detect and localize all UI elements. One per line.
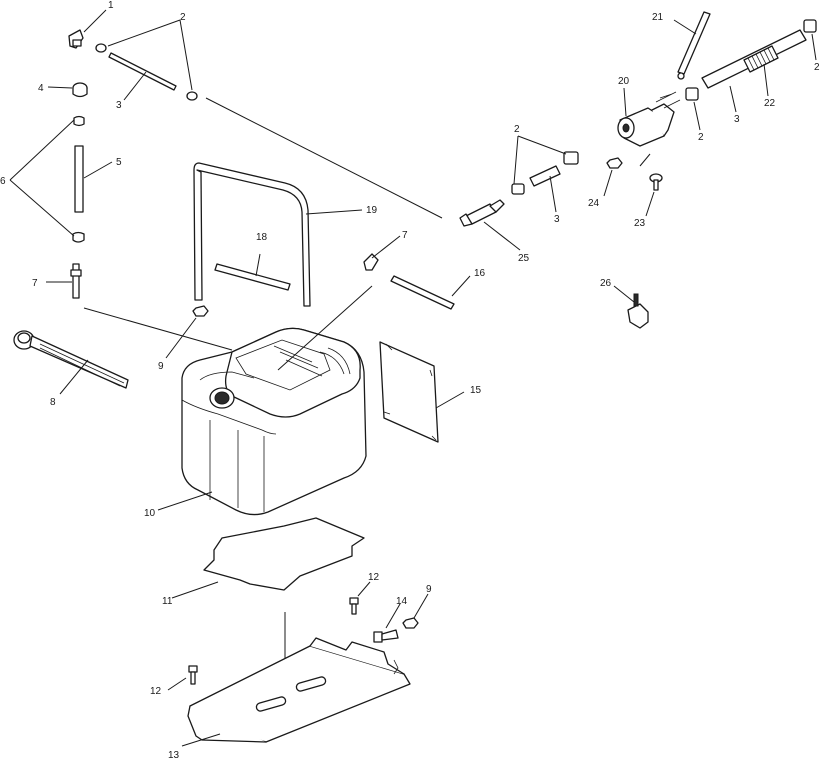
- callout-19: 19: [366, 205, 378, 216]
- callout-21: 21: [652, 12, 664, 23]
- tube-3-mid: [529, 165, 561, 187]
- callout-7-right: 7: [402, 230, 408, 241]
- callout-15: 15: [470, 385, 482, 396]
- callout-9-lower: 9: [426, 584, 432, 595]
- hose-16: [390, 275, 455, 310]
- callout-13: 13: [168, 750, 180, 759]
- callout-1: 1: [108, 0, 114, 11]
- cap-2-right-lower: [685, 87, 699, 101]
- spring-22: [743, 45, 779, 73]
- callout-10: 10: [144, 508, 156, 519]
- callout-9-left: 9: [158, 361, 164, 372]
- nut-9-lower: [402, 617, 419, 629]
- callout-23: 23: [634, 218, 646, 229]
- callout-4: 4: [38, 83, 44, 94]
- callout-2-mid: 2: [514, 124, 520, 135]
- callout-3-right: 3: [734, 114, 740, 125]
- fuel-sender-8: [13, 330, 129, 389]
- hose-route-line-lower: [83, 307, 233, 351]
- bolt-12-lower: [188, 665, 198, 685]
- hose-route-line-upper: [205, 97, 443, 219]
- callout-14: 14: [396, 596, 408, 607]
- callout-2-right-upper: 2: [814, 62, 820, 73]
- mounting-bracket-13: [187, 637, 411, 743]
- callout-12-lower: 12: [150, 686, 162, 697]
- cap-2-top-mid: [186, 91, 198, 101]
- heat-shield-15: [379, 341, 439, 443]
- cap-6-upper: [73, 115, 85, 127]
- cap-2-mid-left: [511, 183, 525, 195]
- callout-3-mid: 3: [554, 214, 560, 225]
- callout-24: 24: [588, 198, 600, 209]
- fuel-valve-20: [617, 91, 681, 147]
- callout-5: 5: [116, 157, 122, 168]
- barb-fitting-7-right: [363, 253, 379, 271]
- tank-strap-19: [193, 162, 311, 307]
- callout-3-top: 3: [116, 100, 122, 111]
- strap-pad-18: [214, 263, 291, 291]
- callout-16: 16: [474, 268, 486, 279]
- callout-11: 11: [162, 596, 173, 607]
- barb-fitting-7-left: [70, 263, 82, 299]
- callout-22: 22: [764, 98, 776, 109]
- cap-2-top-left: [95, 43, 107, 53]
- tank-pad-11: [203, 517, 365, 591]
- rod-21: [677, 11, 711, 80]
- callout-18: 18: [256, 232, 268, 243]
- screw-23: [649, 173, 663, 191]
- callout-7-left: 7: [32, 278, 38, 289]
- nut-9-left: [192, 305, 209, 317]
- cap-2-mid-right: [563, 151, 579, 165]
- clip-26: [627, 293, 649, 329]
- callout-25: 25: [518, 253, 530, 264]
- bolt-14: [373, 629, 399, 643]
- grommet-4: [72, 82, 88, 98]
- tube-3-top-left: [108, 52, 177, 91]
- leader-lines: [9, 9, 817, 747]
- fitting-25: [459, 199, 505, 227]
- cap-6-lower: [72, 231, 85, 243]
- cap-2-right-upper: [803, 19, 817, 33]
- valve-clip-line: [639, 153, 651, 167]
- fuel-tank-10: [181, 327, 367, 516]
- hose-5: [74, 145, 84, 213]
- callout-8: 8: [50, 397, 56, 408]
- bolt-12-upper: [349, 597, 359, 615]
- callout-6: 6: [0, 176, 6, 187]
- callout-26: 26: [600, 278, 612, 289]
- nut-24: [606, 157, 623, 169]
- callout-2-right-lower: 2: [698, 132, 704, 143]
- callout-20: 20: [618, 76, 630, 87]
- callout-12-upper: 12: [368, 572, 380, 583]
- elbow-fitting-1: [68, 29, 84, 49]
- callout-2-top: 2: [180, 12, 186, 23]
